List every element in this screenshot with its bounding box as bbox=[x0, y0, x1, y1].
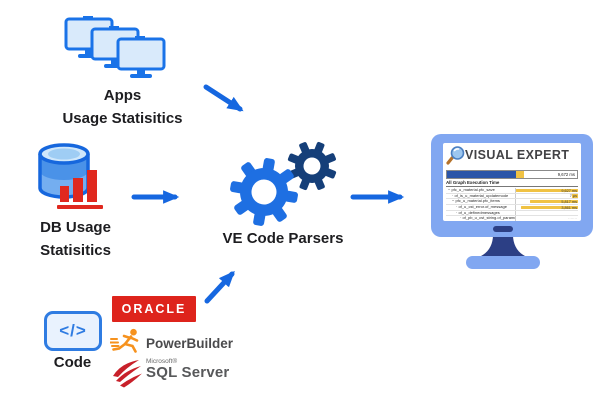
microsoft-brand-text: Microsoft® bbox=[146, 358, 178, 365]
sql-server-icon bbox=[113, 360, 142, 388]
code-glyph: </> bbox=[59, 321, 87, 340]
table-row: · of_pb_u_cst_string.of_parameters ·····… bbox=[446, 216, 578, 221]
visual-expert-screen: VISUAL EXPERT 9,672 ms All Graph Executi… bbox=[443, 143, 581, 221]
database-usage-icon bbox=[38, 143, 103, 209]
apps-label-line2: Usage Statisitics bbox=[62, 110, 183, 127]
gear-icon-large bbox=[230, 158, 298, 226]
table-row: · of_u_cst_error.of_message 3,861 ms bbox=[446, 205, 578, 211]
app-monitors-icon bbox=[64, 16, 166, 78]
visual-expert-monitor: VISUAL EXPERT 9,672 ms All Graph Executi… bbox=[431, 134, 593, 274]
time-bar bbox=[516, 188, 578, 193]
table-row: · of_u_definedmessages bbox=[446, 210, 578, 217]
oracle-logo: ORACLE bbox=[112, 296, 196, 322]
arrow-code-to-parsers bbox=[204, 270, 235, 304]
visual-expert-header: VISUAL EXPERT bbox=[443, 143, 581, 167]
db-label-line2: Statisitics bbox=[40, 242, 111, 259]
apps-label-line1: Apps bbox=[103, 87, 142, 104]
performance-table: 9,672 ms All Graph Execution Time − pfc_… bbox=[446, 170, 578, 221]
monitor-icon bbox=[64, 16, 166, 78]
db-label: DB Usage Statisitics bbox=[18, 216, 133, 262]
time-bar bbox=[520, 205, 578, 210]
db-label-line1: DB Usage bbox=[40, 219, 111, 236]
time-bar bbox=[571, 194, 578, 198]
magnifier-icon bbox=[446, 146, 465, 165]
section-title: All Graph Execution Time bbox=[446, 180, 578, 187]
code-label: Code bbox=[53, 354, 92, 371]
sql-server-logo-text: SQL Server bbox=[146, 364, 230, 381]
apps-label: Apps Usage Statisitics bbox=[30, 84, 215, 130]
parsers-label: VE Code Parsers bbox=[222, 230, 344, 247]
monitor-stand-neck bbox=[481, 235, 525, 256]
visual-expert-title: VISUAL EXPERT bbox=[465, 148, 570, 162]
monitor-button bbox=[493, 226, 513, 232]
total-progress-bar: 9,672 ms bbox=[446, 170, 578, 179]
oracle-logo-text: ORACLE bbox=[121, 302, 187, 316]
code-icon: </> bbox=[44, 311, 102, 351]
time-bar bbox=[529, 200, 578, 204]
table-row: − pfc_u_material.pfc_save 9,627 ms bbox=[446, 188, 578, 194]
table-row: − pfc_u_material.pfc_items 5,817 ms bbox=[446, 199, 578, 206]
table-row: · of_is_u_material_updatemode 7 μs bbox=[446, 193, 578, 200]
progress-fill-gold bbox=[515, 171, 524, 178]
gears-icon bbox=[230, 141, 337, 226]
monitor-stand-base bbox=[466, 256, 540, 269]
bar-chart-icon bbox=[57, 170, 103, 209]
total-value: 9,672 ms bbox=[557, 171, 575, 177]
powerbuilder-logo-text: PowerBuilder bbox=[146, 336, 234, 351]
powerbuilder-icon bbox=[110, 328, 139, 353]
arrow-apps-to-parsers bbox=[203, 84, 244, 112]
progress-fill-blue bbox=[447, 171, 516, 178]
